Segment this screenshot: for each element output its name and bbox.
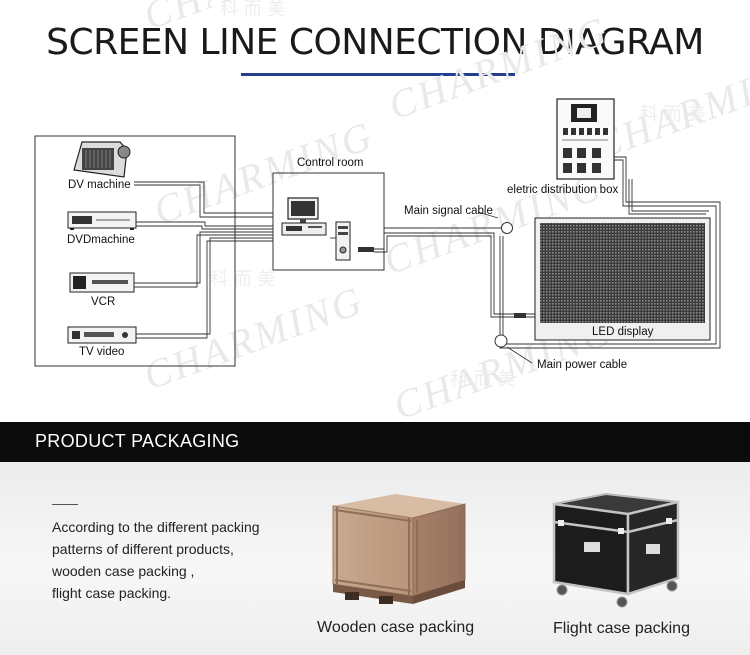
dv-camera-icon bbox=[73, 141, 131, 178]
watermark-chinese: 科 而 美 bbox=[210, 269, 275, 290]
signal-cable-leader bbox=[477, 211, 499, 219]
computer-host-icon bbox=[281, 222, 327, 236]
flight-case-caption: Flight case packing bbox=[553, 620, 690, 637]
power-cable-label: Main power cable bbox=[537, 359, 627, 371]
title-underline bbox=[241, 73, 515, 76]
watermark-chinese: 科 而 美 bbox=[640, 104, 705, 125]
signal-cable-marker bbox=[501, 222, 513, 234]
wooden-case-image bbox=[332, 494, 466, 604]
distribution-box-icon bbox=[556, 98, 615, 180]
signal-cable-label: Main signal cable bbox=[404, 205, 493, 217]
description-line: According to the different packing bbox=[52, 519, 260, 535]
page-title: SCREEN LINE CONNECTION DIAGRAM bbox=[46, 22, 704, 63]
vcr-icon bbox=[69, 272, 135, 293]
flight-case-image bbox=[552, 492, 680, 608]
watermark-chinese: 科 而 美 bbox=[450, 369, 515, 390]
tv-video-player-icon bbox=[67, 326, 137, 344]
led-display-label: LED display bbox=[592, 326, 654, 338]
source-label-tv-video: TV video bbox=[79, 346, 124, 358]
pc-tower-icon bbox=[335, 221, 351, 261]
signal-connector-icon bbox=[514, 313, 526, 318]
description-line: wooden case packing , bbox=[52, 563, 195, 579]
control-room-label: Control room bbox=[297, 157, 363, 169]
description-line: patterns of different products, bbox=[52, 541, 234, 557]
wooden-case-caption: Wooden case packing bbox=[317, 619, 475, 636]
monitor-icon bbox=[287, 197, 319, 223]
distribution-box-label: eletric distribution box bbox=[507, 184, 618, 196]
led-display-icon bbox=[534, 217, 711, 341]
connection-diagram: CHARMING CHARMING CHARMING CHARMING CHAR… bbox=[34, 0, 750, 420]
packaging-description: According to the different packing patte… bbox=[52, 516, 302, 604]
description-dash bbox=[52, 504, 78, 505]
power-cable-leader bbox=[506, 346, 533, 364]
source-label-dv: DV machine bbox=[68, 179, 131, 191]
signal-cable-wires bbox=[374, 227, 535, 318]
control-room-frame bbox=[272, 172, 385, 271]
power-cable-marker bbox=[494, 334, 508, 348]
source-wires bbox=[134, 181, 273, 339]
packaging-heading: PRODUCT PACKAGING bbox=[35, 431, 240, 451]
source-label-vcr: VCR bbox=[91, 296, 115, 308]
dvd-player-icon bbox=[67, 211, 137, 230]
sender-card-icon bbox=[358, 247, 374, 252]
source-devices-frame bbox=[34, 135, 236, 367]
watermark-chinese: 科 而 美 bbox=[220, 0, 285, 20]
source-label-dvd: DVDmachine bbox=[67, 234, 135, 246]
packaging-header-bar: PRODUCT PACKAGING bbox=[0, 422, 750, 462]
description-line: flight case packing. bbox=[52, 585, 172, 601]
